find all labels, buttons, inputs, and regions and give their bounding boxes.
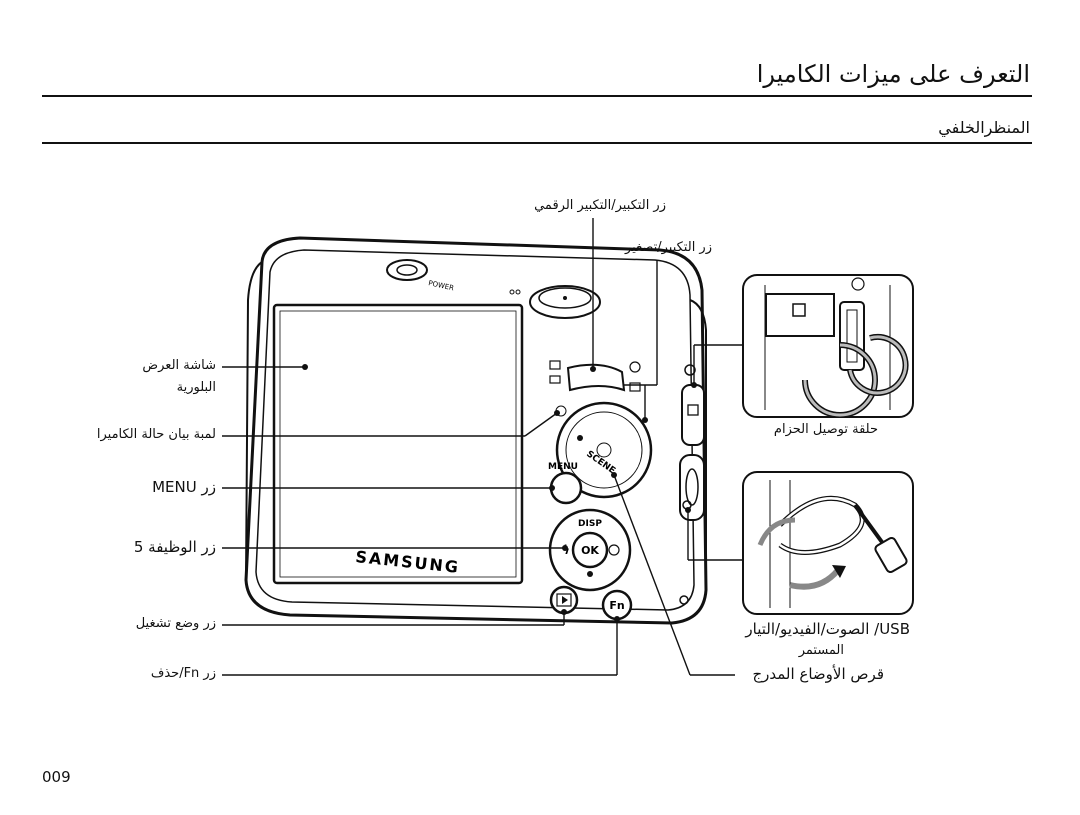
port-inset (742, 274, 914, 418)
menu-button: MENU (548, 462, 583, 505)
label-strap-eyelet: حلقة توصيل الحزام (773, 422, 878, 437)
page-number: 009 (42, 768, 71, 786)
leader-lines (222, 218, 743, 676)
fn-marking: Fn (609, 599, 624, 612)
label-usb-port: USB/ الصوت/الفيديو/التيار (745, 620, 910, 638)
label-function-button: زر الوظيفة 5 (133, 538, 216, 556)
section-rule (42, 142, 1032, 144)
label-play-button: زر وضع تشغيل (135, 616, 216, 631)
lcd-screen (272, 303, 524, 585)
label-mode-dial: قرص الأوضاع المدرج (752, 665, 884, 683)
title-rule (42, 95, 1032, 97)
leader-dots (302, 364, 697, 622)
menu-marking: MENU (548, 462, 578, 472)
ok-marking: OK (581, 544, 599, 557)
label-zoom-tele: زر التكبير/تصغير (624, 240, 712, 255)
label-fn-delete-button: زر Fn/حذف (150, 666, 216, 681)
label-display: شاشة العرض (142, 358, 216, 373)
fn-button: Fn (601, 589, 633, 621)
mode-dial: SCENE (555, 401, 653, 499)
label-zoom-wide: زر التكبير/التكبير الرقمي (534, 198, 666, 213)
strap-inset (742, 471, 914, 615)
page-title: التعرف على ميزات الكاميرا (756, 60, 1030, 88)
dpad: OK DISP ϟ (548, 508, 632, 592)
zoom-lever (549, 360, 641, 392)
label-usb-port-line2: المستمر (798, 643, 844, 658)
label-menu-button: زر MENU (152, 478, 216, 496)
section-heading: المنظرالخلفي (938, 118, 1030, 137)
disp-marking: DISP (578, 519, 602, 529)
label-status-lamp: لمبة بيان حالة الكاميرا (96, 427, 216, 442)
label-display-line2: البلورية (176, 380, 216, 395)
